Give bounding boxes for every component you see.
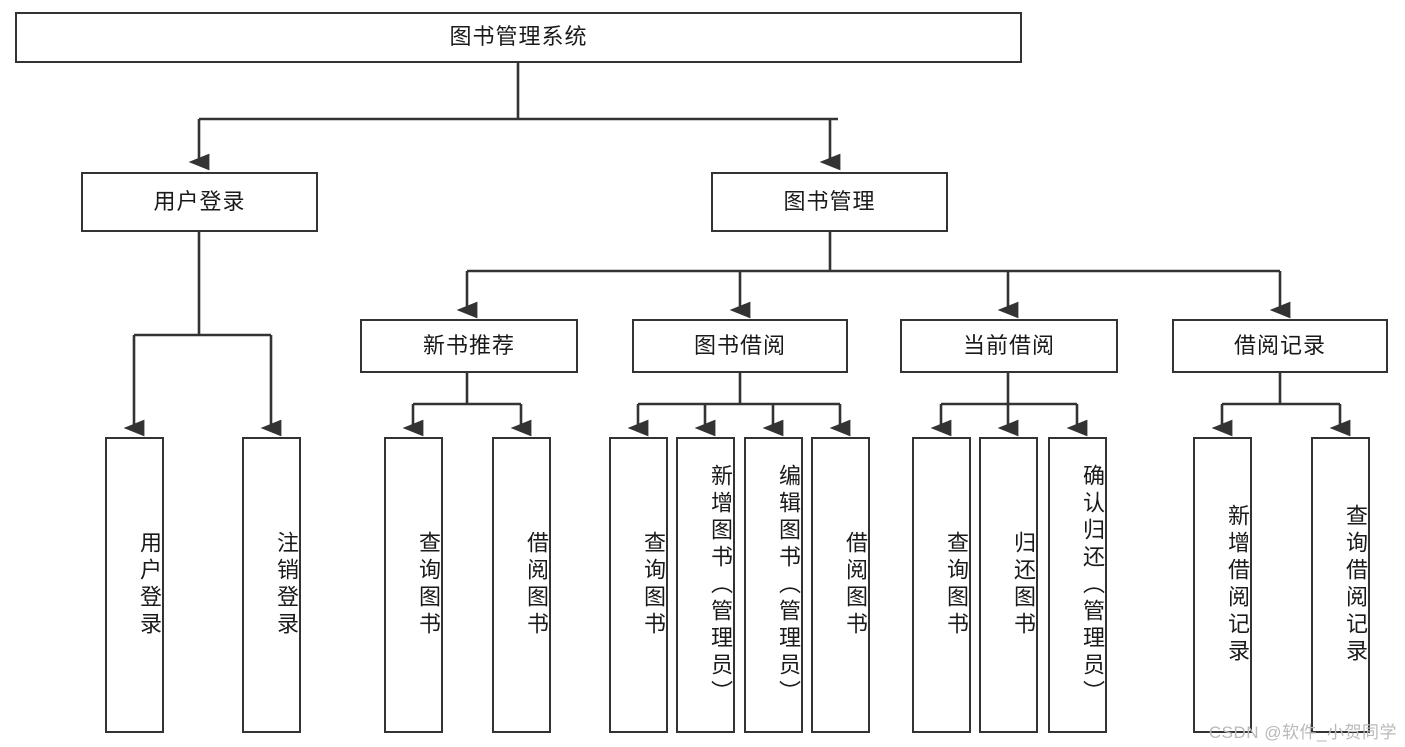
node-user-login-label: 用户登录	[153, 188, 246, 214]
node-leaf-user-login-label: 用户登录	[137, 531, 162, 639]
node-current-borrow[interactable]: 当前借阅	[900, 319, 1118, 373]
node-borrow-record-label: 借阅记录	[1233, 332, 1326, 358]
node-root[interactable]: 图书管理系统	[15, 12, 1022, 63]
node-leaf-query-borrow-record[interactable]: 查询借阅记录	[1311, 437, 1370, 733]
node-leaf-add-book-admin[interactable]: 新增图书（管理员）	[676, 437, 735, 733]
node-leaf-query-book-cb-label: 查询图书	[944, 531, 969, 639]
node-leaf-add-borrow-record[interactable]: 新增借阅记录	[1193, 437, 1252, 733]
node-leaf-logout[interactable]: 注销登录	[242, 437, 301, 733]
node-book-borrow-label: 图书借阅	[693, 332, 786, 358]
node-leaf-user-login[interactable]: 用户登录	[105, 437, 164, 733]
node-leaf-query-book-nb-label: 查询图书	[416, 531, 441, 639]
node-user-login[interactable]: 用户登录	[81, 172, 318, 232]
node-leaf-add-book-admin-label: 新增图书（管理员）	[708, 463, 733, 707]
node-leaf-borrow-book-bb[interactable]: 借阅图书	[811, 437, 870, 733]
node-leaf-edit-book-admin-label: 编辑图书（管理员）	[776, 463, 801, 707]
node-leaf-query-book-cb[interactable]: 查询图书	[912, 437, 971, 733]
node-leaf-return-book-label: 归还图书	[1011, 531, 1036, 639]
node-leaf-query-book-bb[interactable]: 查询图书	[609, 437, 668, 733]
node-leaf-confirm-return-admin-label: 确认归还（管理员）	[1080, 463, 1105, 707]
node-book-management-label: 图书管理	[783, 188, 876, 214]
node-leaf-query-book-bb-label: 查询图书	[641, 531, 666, 639]
node-leaf-query-borrow-record-label: 查询借阅记录	[1343, 504, 1368, 666]
node-leaf-return-book[interactable]: 归还图书	[979, 437, 1038, 733]
node-borrow-record[interactable]: 借阅记录	[1172, 319, 1388, 373]
node-book-management[interactable]: 图书管理	[711, 172, 948, 232]
node-book-borrow[interactable]: 图书借阅	[632, 319, 848, 373]
node-leaf-edit-book-admin[interactable]: 编辑图书（管理员）	[744, 437, 803, 733]
node-new-book-recommend-label: 新书推荐	[422, 332, 515, 358]
node-leaf-confirm-return-admin[interactable]: 确认归还（管理员）	[1048, 437, 1107, 733]
node-leaf-logout-label: 注销登录	[274, 531, 299, 639]
node-new-book-recommend[interactable]: 新书推荐	[360, 319, 578, 373]
node-leaf-add-borrow-record-label: 新增借阅记录	[1225, 504, 1250, 666]
node-leaf-borrow-book-nb-label: 借阅图书	[524, 531, 549, 639]
node-leaf-query-book-nb[interactable]: 查询图书	[384, 437, 443, 733]
node-leaf-borrow-book-bb-label: 借阅图书	[843, 531, 868, 639]
node-leaf-borrow-book-nb[interactable]: 借阅图书	[492, 437, 551, 733]
node-root-label: 图书管理系统	[449, 24, 588, 50]
node-current-borrow-label: 当前借阅	[962, 332, 1055, 358]
